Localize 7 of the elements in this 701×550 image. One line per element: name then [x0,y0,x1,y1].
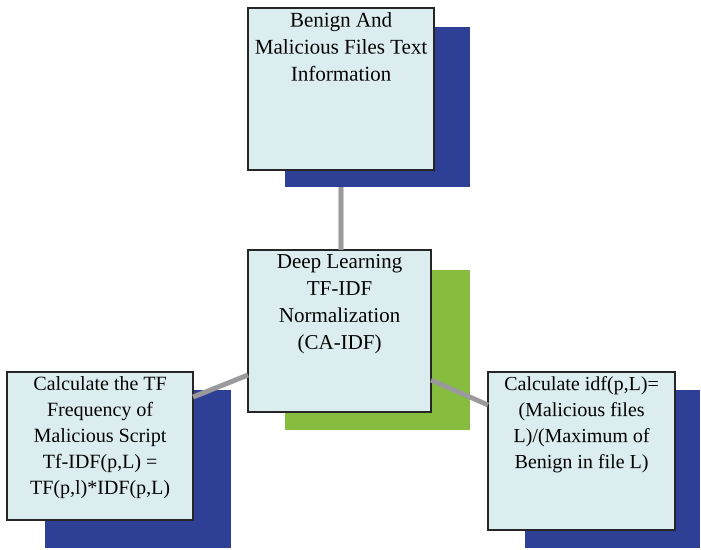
process-box: Deep Learning TF-IDF Normalization (CA-IDF) [247,249,432,413]
connector-line [192,372,249,400]
process-box: Benign And Malicious Files Text Information [247,7,435,171]
process-box: Calculate the TF Frequency of Malicious Script Tf-IDF(p,L) = TF(p,l)*IDF(p,L) [6,371,194,521]
process-box: Calculate idf(p,L)= (Malicious files L)/(Maximum of Benign in file L) [487,371,676,531]
connector-line [338,187,344,250]
connector-line [430,378,490,408]
